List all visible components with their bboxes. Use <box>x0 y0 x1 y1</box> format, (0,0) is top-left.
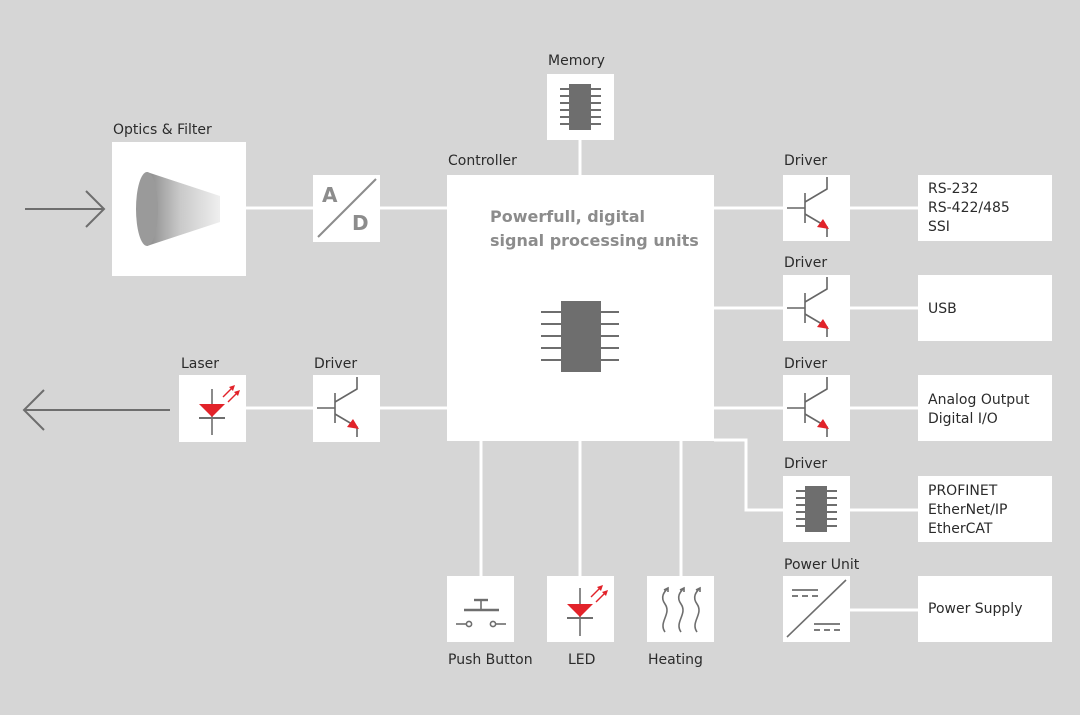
interface-rs422-485: RS-422/485 <box>928 200 1010 216</box>
controller-description-line1: Powerfull, digital <box>490 207 645 226</box>
interface-analog-output: Analog Output <box>928 392 1030 408</box>
led-icon <box>567 585 608 636</box>
push-button-label: Push Button <box>448 652 533 668</box>
connection-wires <box>246 140 918 612</box>
interface-profinet: PROFINET <box>928 483 998 499</box>
driver-3-label: Driver <box>784 356 827 372</box>
interface-ethercat: EtherCAT <box>928 521 993 537</box>
interface-digital-io: Digital I/O <box>928 411 998 427</box>
driver-chip-icon <box>796 486 837 532</box>
transistor-icon <box>787 377 829 437</box>
lens-cone-icon <box>136 172 220 246</box>
analog-interface-box <box>918 375 1052 441</box>
optics-filter-label: Optics & Filter <box>113 122 212 138</box>
fieldbus-interface-box <box>918 476 1052 542</box>
power-supply-box <box>918 576 1052 642</box>
heating-label: Heating <box>648 652 703 668</box>
ad-d-letter: D <box>352 211 369 235</box>
laser-label: Laser <box>181 356 219 372</box>
usb-interface-box <box>918 275 1052 341</box>
laser-diode-icon <box>199 385 240 435</box>
serial-interface-box <box>918 175 1052 241</box>
led-label: LED <box>568 652 595 668</box>
power-unit-label: Power Unit <box>784 557 860 573</box>
controller-description-line2: signal processing units <box>490 231 699 250</box>
ac-dc-converter-icon <box>786 579 847 638</box>
controller-label: Controller <box>448 153 517 169</box>
transistor-icon <box>317 377 359 437</box>
input-arrow <box>25 190 106 228</box>
push-button-icon <box>456 598 506 628</box>
memory-label: Memory <box>548 53 605 69</box>
laser-driver-label: Driver <box>314 356 357 372</box>
interface-power-supply: Power Supply <box>928 601 1023 617</box>
driver-1-label: Driver <box>784 153 827 169</box>
interface-rs232: RS-232 <box>928 181 978 197</box>
driver-4-label: Driver <box>784 456 827 472</box>
interface-ssi: SSI <box>928 219 950 235</box>
processor-chip-icon <box>541 301 619 372</box>
interface-usb: USB <box>928 301 957 317</box>
memory-chip-icon <box>560 84 601 130</box>
interface-ethernet-ip: EtherNet/IP <box>928 502 1007 518</box>
driver-2-label: Driver <box>784 255 827 271</box>
output-arrow <box>22 389 170 431</box>
ad-converter-icon: A D <box>317 178 377 238</box>
transistor-icon <box>787 177 829 237</box>
heating-icon <box>661 586 701 633</box>
ad-a-letter: A <box>322 183 338 207</box>
transistor-icon <box>787 277 829 337</box>
